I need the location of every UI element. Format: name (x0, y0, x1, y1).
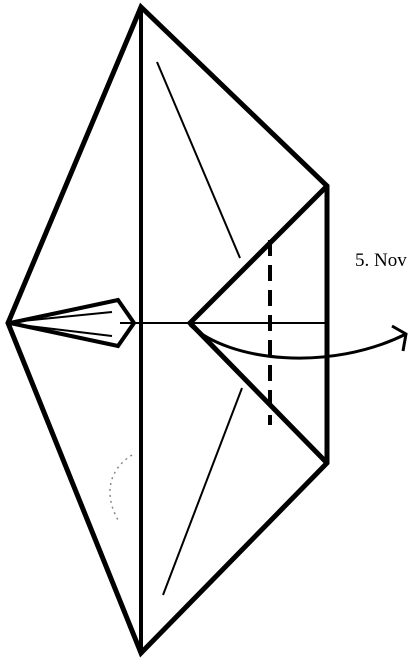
outer-diamond-outline (5, 2, 330, 658)
fold-arrow-curve (188, 323, 407, 360)
dotted-arc-mark (109, 454, 133, 521)
lower-inner-crease (162, 387, 243, 596)
kite-upper-crease (11, 311, 113, 323)
inner-flap-fold (186, 184, 329, 465)
kite-lower-crease (11, 323, 113, 337)
step-instruction-text: 5. Nov (355, 250, 407, 271)
fold-arrow-head (391, 324, 408, 352)
upper-inner-crease (156, 61, 241, 259)
left-point-kite (9, 297, 137, 349)
